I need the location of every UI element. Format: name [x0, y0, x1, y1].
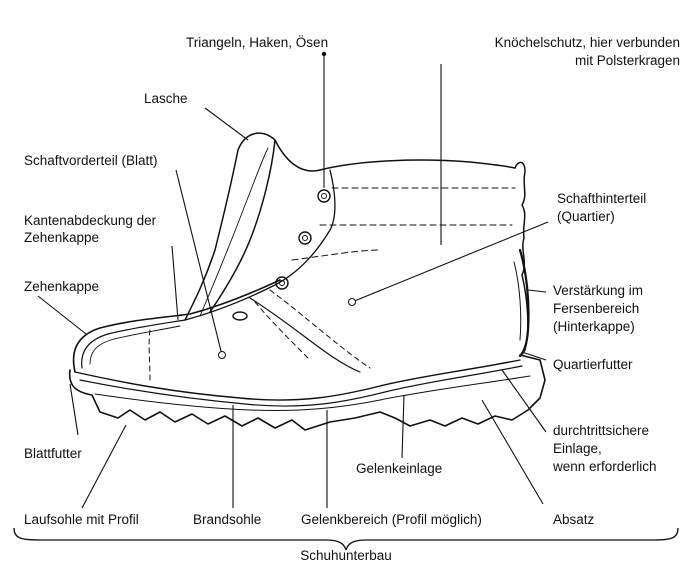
label-gelenkeinlage: Gelenkeinlage [356, 460, 442, 477]
label-schuhunterbau: Schuhunterbau [246, 547, 446, 564]
label-blattfutter: Blattfutter [24, 445, 82, 462]
label-schaftvorderteil: Schaftvorderteil (Blatt) [24, 152, 158, 169]
label-kantenabdeckung-1: Kantenabdeckung der [24, 212, 156, 229]
heel-counter [520, 250, 529, 356]
outsole [70, 355, 545, 430]
label-gelenkbereich: Gelenkbereich (Profil möglich) [301, 511, 482, 528]
label-knoechelschutz-1: Knöchelschutz, hier verbunden [430, 34, 680, 51]
label-laufsohle: Laufsohle mit Profil [24, 511, 139, 528]
label-schafthinterteil-2: (Quartier) [557, 208, 615, 225]
label-einlage-2: Einlage, [553, 440, 602, 457]
label-brandsohle: Brandsohle [193, 511, 261, 528]
eyelet-1 [318, 190, 330, 202]
label-absatz: Absatz [553, 511, 594, 528]
label-verstaerkung-1: Verstärkung im [553, 282, 643, 299]
label-schafthinterteil-1: Schafthinterteil [557, 190, 646, 207]
toe-cap [82, 320, 185, 368]
eyelet-2 [299, 232, 311, 244]
eyelet-4 [233, 312, 247, 320]
label-knoechelschutz-2: mit Polsterkragen [430, 52, 680, 69]
label-einlage-1: durchtrittsichere [553, 422, 649, 439]
label-kantenabdeckung-2: Zehenkappe [24, 229, 99, 246]
toe-front [74, 280, 280, 372]
label-einlage-3: wenn erforderlich [553, 458, 657, 475]
label-quartierfutter: Quartierfutter [553, 356, 633, 373]
insole [75, 360, 520, 400]
label-verstaerkung-3: (Hinterkappe) [553, 318, 635, 335]
shaft-front-edge [275, 140, 515, 171]
label-zehenkappe: Zehenkappe [24, 278, 99, 295]
label-triangeln: Triangeln, Haken, Ösen [186, 34, 328, 51]
label-verstaerkung-2: Fersenbereich [553, 300, 639, 317]
label-lasche: Lasche [144, 90, 188, 107]
